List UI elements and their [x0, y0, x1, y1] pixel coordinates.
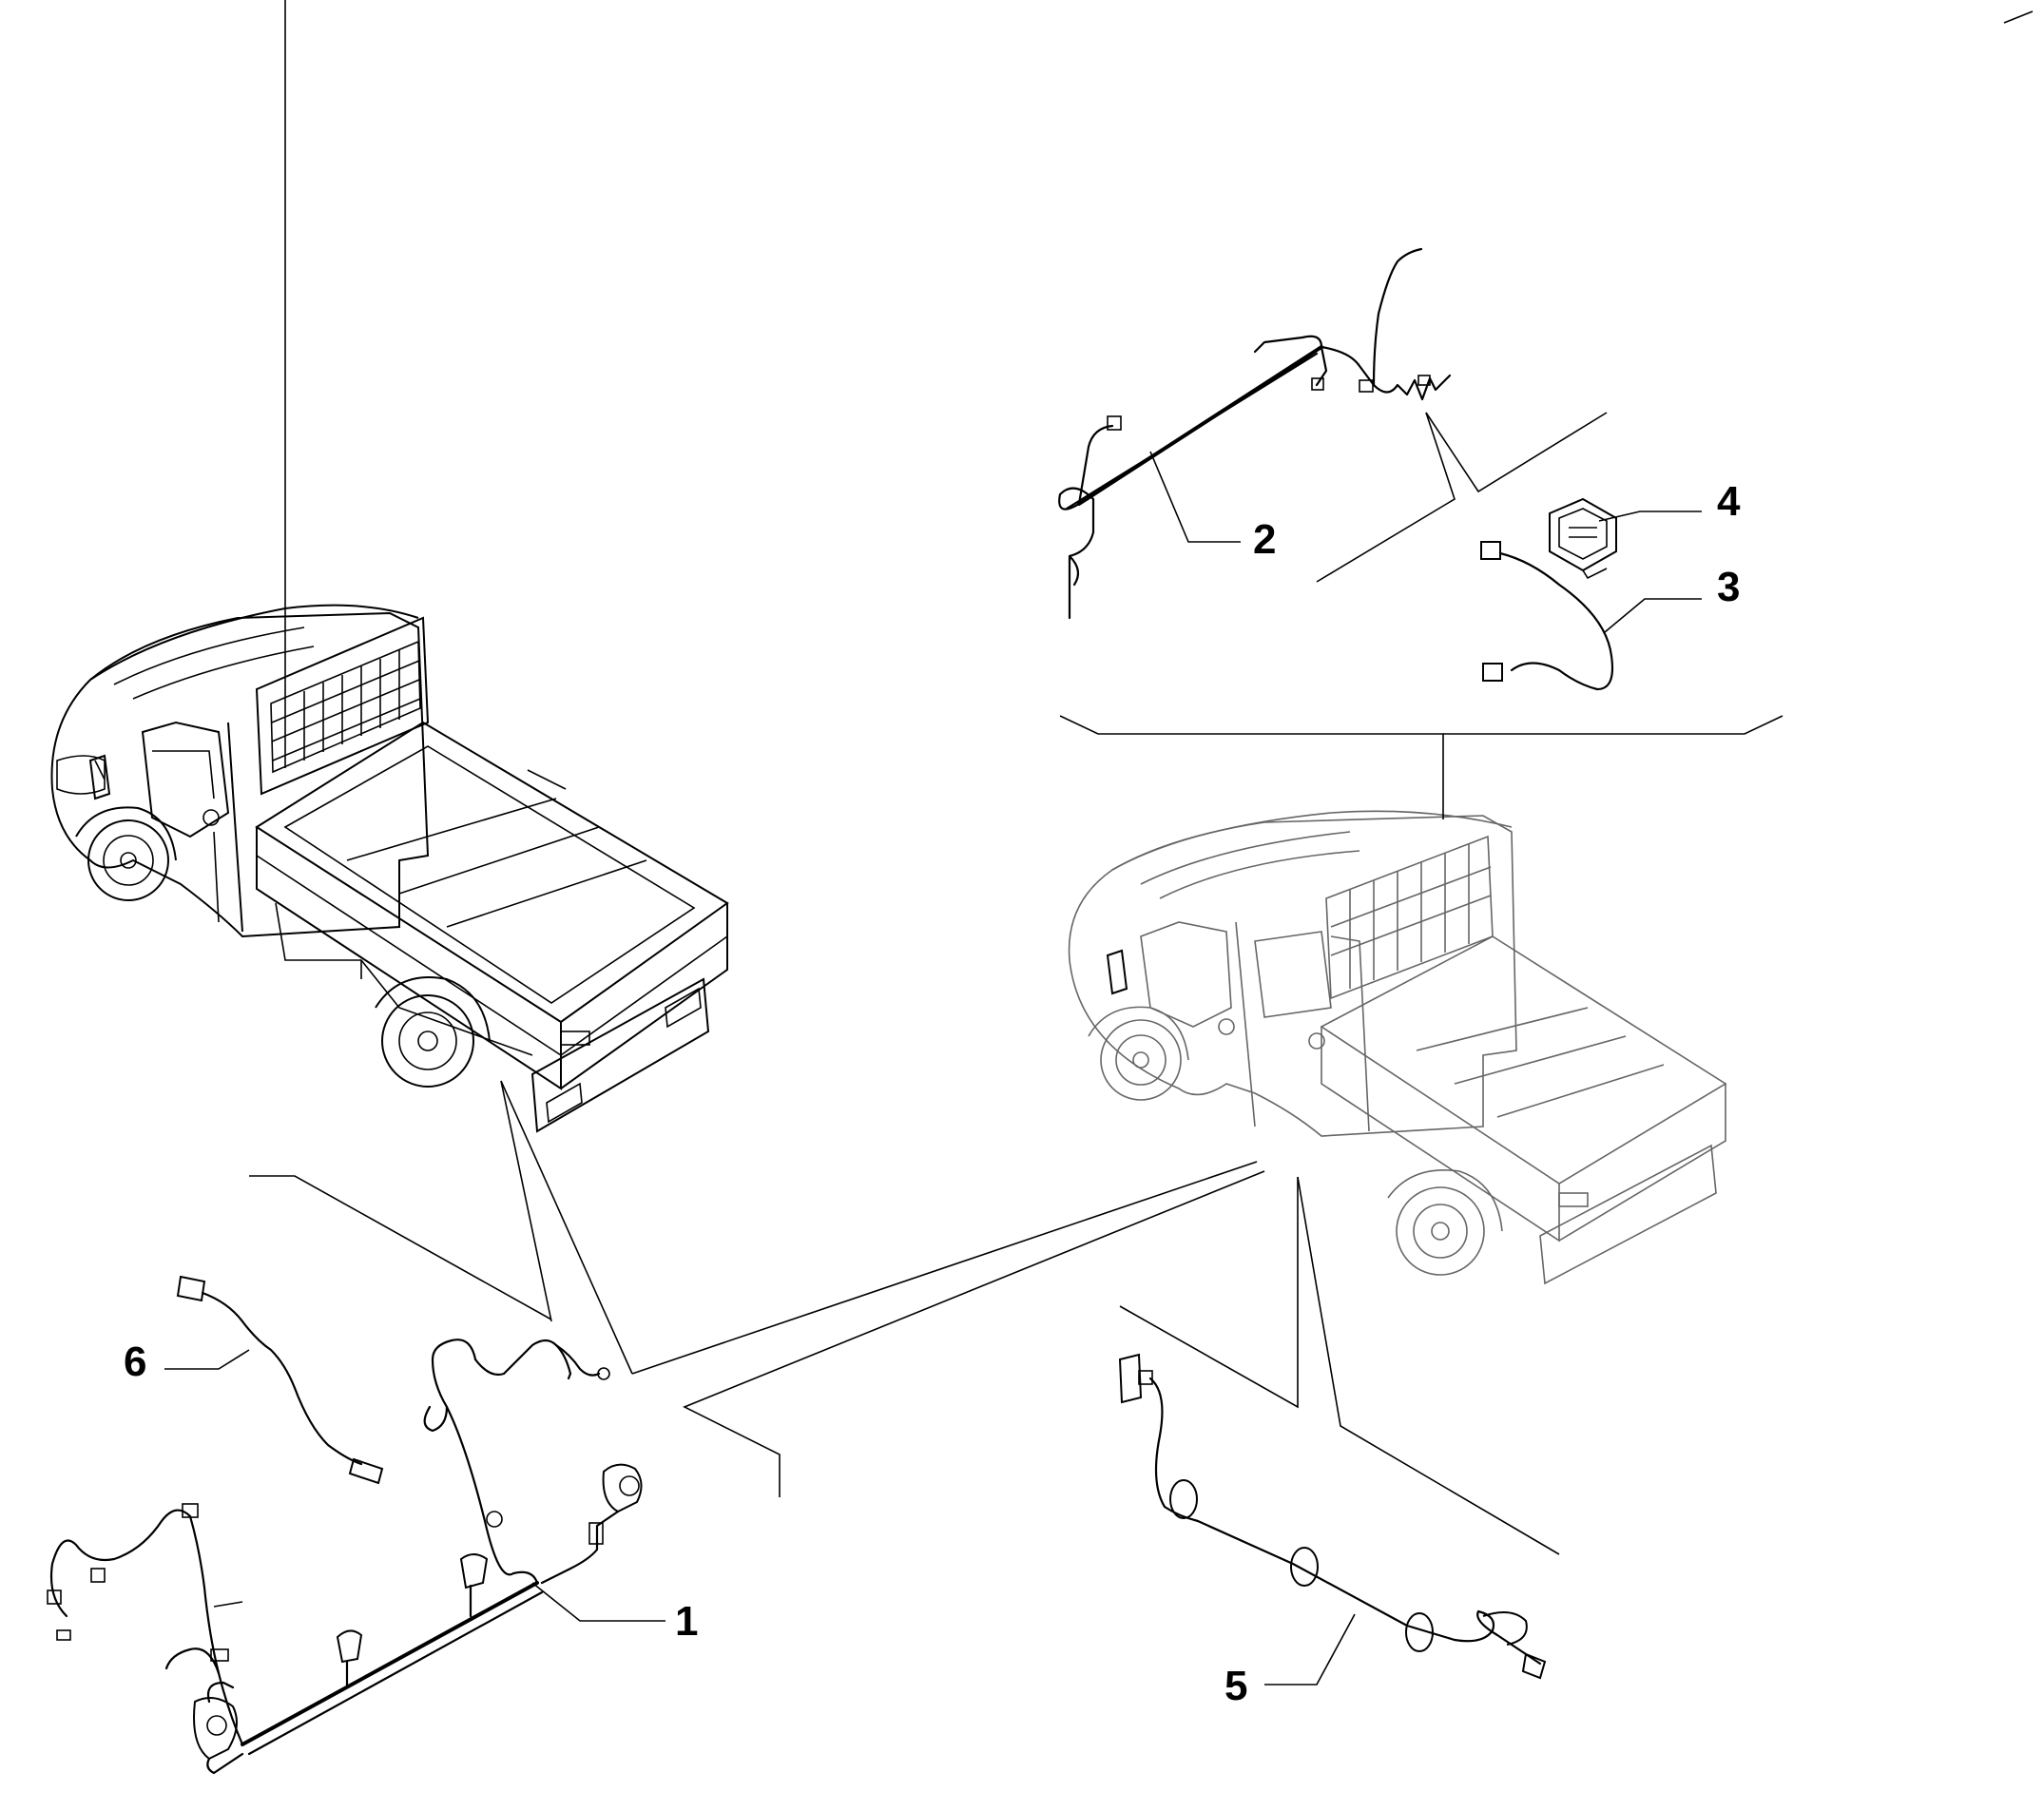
part-3-cable	[1480, 541, 1614, 691]
part-2-wiring-harness	[1058, 247, 1452, 620]
callout-5: 5	[1224, 1663, 1247, 1709]
part-5-cable	[1118, 1353, 1547, 1680]
part-1-rear-harness	[47, 1339, 643, 1775]
callout-1: 1	[675, 1598, 698, 1645]
truck-crew-cab	[1068, 810, 1727, 1285]
part-4-connector	[1549, 497, 1617, 580]
callout-6: 6	[124, 1339, 146, 1385]
part-6-cable	[176, 1275, 384, 1485]
callout-4: 4	[1717, 478, 1741, 525]
leader-lines	[164, 412, 1784, 1686]
corner-mark	[2003, 10, 2034, 24]
callout-2: 2	[1253, 516, 1276, 563]
truck-single-cab	[50, 0, 729, 1133]
callout-3: 3	[1717, 564, 1740, 610]
